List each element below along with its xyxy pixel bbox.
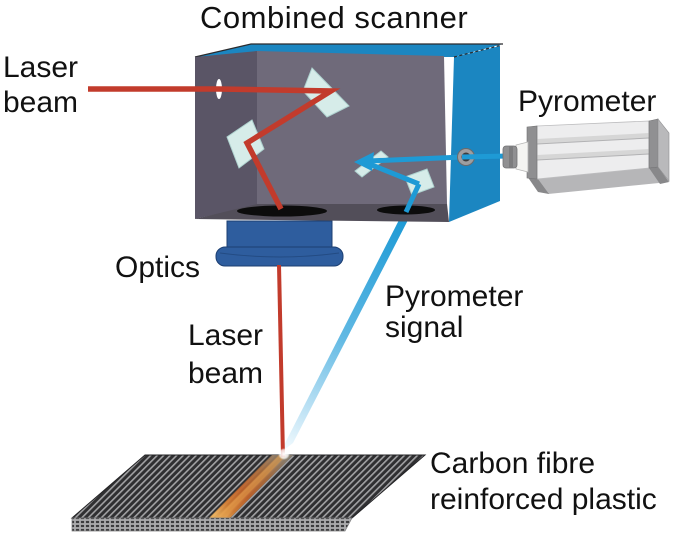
label-line: signal — [385, 311, 464, 344]
pyrometer-collar-band — [509, 146, 513, 168]
pyrometer-signal-beam — [280, 220, 408, 453]
laser-beam-lower — [277, 264, 285, 458]
label-laser-beam-mid: Laser beam — [188, 317, 263, 393]
signal-segment-down — [403, 182, 422, 214]
label-optics: Optics — [115, 250, 200, 286]
pyrometer-right-side-face — [657, 118, 670, 182]
pyrometer-device — [457, 118, 670, 194]
pyrometer-nozzle — [515, 141, 529, 173]
pyrometer-left-foot — [527, 176, 549, 194]
laser-beam-path — [88, 86, 341, 211]
optics-assembly — [215, 220, 344, 267]
box-right-top-edge-dashed — [453, 44, 503, 58]
label-carbon-fibre: Carbon fibre reinforced plastic — [430, 446, 657, 518]
pyrometer-groove-upper — [537, 133, 649, 144]
label-line: Pyrometer — [385, 280, 524, 313]
label-pyrometer-signal: Pyrometer signal — [385, 281, 523, 343]
signal-segment-horizontal — [367, 154, 464, 164]
label-line: Carbon fibre — [430, 447, 596, 480]
optics-flange-rim — [219, 252, 340, 258]
title-combined-scanner: Combined scanner — [200, 0, 469, 35]
cfrp-plate — [70, 454, 427, 532]
signal-segment-diagonal — [366, 160, 420, 187]
label-laser-beam-top: Laser beam — [3, 50, 78, 120]
label-line: Optics — [115, 251, 201, 284]
label-line: Laser — [188, 319, 264, 352]
pyrometer-signal-path — [354, 152, 464, 214]
signal-line-to-pyrometer — [461, 153, 509, 160]
groove-lower-edge — [536, 153, 650, 161]
box-left-wall — [195, 51, 257, 219]
laser-aperture-hole — [237, 205, 327, 217]
plate-front-edge — [71, 517, 353, 532]
label-line: beam — [188, 357, 264, 390]
label-pyrometer: Pyrometer — [518, 84, 656, 120]
pyrometer-right-cap — [648, 118, 659, 169]
box-right-face — [449, 46, 500, 222]
scanner-box — [88, 43, 503, 222]
pyrometer-right-foot — [649, 167, 669, 184]
optics-barrel — [226, 220, 333, 251]
groove-upper-edge — [536, 137, 650, 145]
pyrometer-bottom-face — [537, 167, 669, 194]
label-line: Laser — [3, 51, 79, 84]
laser-spot-glow — [278, 448, 290, 460]
label-line: reinforced plastic — [430, 483, 657, 516]
pyrometer-groove-lower — [537, 149, 649, 160]
heated-track-core — [216, 455, 287, 518]
label-line: beam — [3, 86, 79, 119]
label-line: Pyrometer — [518, 85, 657, 118]
box-top-edge — [194, 43, 503, 58]
pyrometer-left-cap — [526, 125, 538, 180]
